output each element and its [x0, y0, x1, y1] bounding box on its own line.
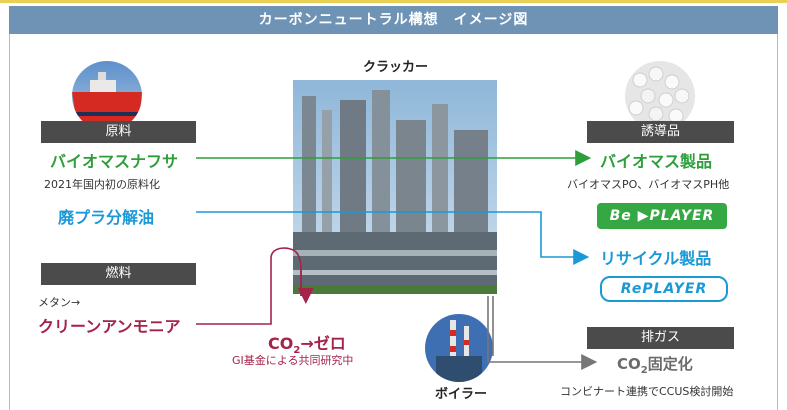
boiler-label: ボイラー [435, 387, 488, 402]
frame-left-border [9, 34, 10, 410]
frame-right-border [777, 34, 778, 410]
recycle-products-label: リサイクル製品 [600, 249, 712, 268]
exhaust-flow-arrow [487, 296, 598, 370]
exhaust-gas-tag: 排ガス [587, 327, 734, 349]
cracker-plant-photo [293, 80, 497, 294]
beplayer-logo: Be ▶PLAYER [597, 203, 727, 229]
fuel-tag: 燃料 [41, 263, 196, 285]
naphtha-note: 2021年国内初の原料化 [44, 178, 160, 191]
derived-products-tag: 誘導品 [587, 121, 734, 143]
co2-zero-label: CO2→ゼロ [268, 334, 346, 357]
biomass-products-note: バイオマスPO、バイオマスPH他 [567, 178, 730, 191]
co2-fixation-label: CO2固定化 [617, 355, 693, 376]
plastic-oil-label: 廃プラ分解油 [58, 208, 155, 227]
pellets-photo-icon [625, 61, 695, 131]
gi-note: GI基金による共同研究中 [232, 354, 354, 367]
ammonia-flow-arrow [196, 247, 302, 325]
top-accent-line [0, 0, 787, 3]
boiler-photo-icon [425, 314, 493, 382]
recycle-flow-arrow [196, 211, 590, 265]
cracker-label: クラッカー [363, 60, 429, 75]
biomass-products-label: バイオマス製品 [600, 152, 713, 171]
raw-material-tag: 原料 [41, 121, 196, 143]
diagram-title: カーボンニュートラル構想 イメージ図 [9, 6, 778, 34]
replayer-logo: RePLAYER [600, 276, 728, 302]
methane-prefix: メタン→ [38, 296, 81, 309]
clean-ammonia-label: クリーンアンモニア [38, 317, 181, 336]
ccus-note: コンビナート連携でCCUS検討開始 [560, 385, 734, 398]
biomass-naphtha-label: バイオマスナフサ [50, 152, 179, 171]
